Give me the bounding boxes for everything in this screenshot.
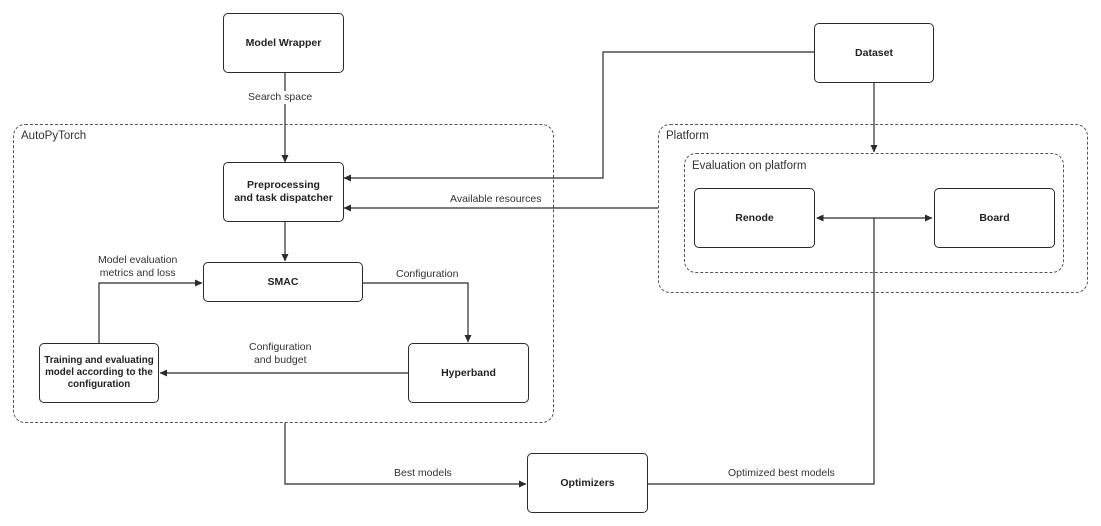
edge-autopytorch-to-optimizers	[284, 423, 527, 488]
edge-label-search-space: Search space	[246, 91, 315, 104]
node-renode: Renode	[694, 188, 815, 248]
node-model-wrapper: Model Wrapper	[223, 13, 344, 73]
node-hyperband: Hyperband	[408, 343, 529, 403]
node-smac: SMAC	[203, 262, 363, 302]
node-training: Training and evaluating model according …	[39, 343, 159, 403]
edge-training-to-smac	[98, 279, 203, 343]
node-preprocessing: Preprocessing and task dispatcher	[223, 162, 344, 222]
group-platform	[658, 124, 1088, 293]
edge-dataset-to-preprocessing	[343, 51, 814, 182]
edge-label-optimized-best-models: Optimized best models	[728, 467, 835, 479]
node-dataset: Dataset	[814, 23, 934, 83]
group-autopytorch	[13, 124, 554, 423]
node-board: Board	[934, 188, 1055, 248]
edge-label-best-models: Best models	[394, 467, 452, 479]
edge-label-available-resources: Available resources	[450, 193, 542, 205]
group-label-evaluation: Evaluation on platform	[692, 160, 807, 172]
edge-label-model-evaluation: Model evaluation metrics and loss	[98, 254, 178, 279]
group-evaluation-on-platform	[684, 153, 1064, 273]
edge-optimized-best-models	[648, 218, 875, 485]
edge-smac-to-hyperband	[363, 282, 472, 343]
group-label-autopytorch: AutoPyTorch	[21, 130, 87, 142]
edge-label-configuration: Configuration	[396, 268, 459, 280]
edge-label-configuration-budget: Configuration and budget	[249, 341, 312, 366]
node-optimizers: Optimizers	[527, 453, 648, 513]
group-label-platform: Platform	[666, 130, 709, 142]
